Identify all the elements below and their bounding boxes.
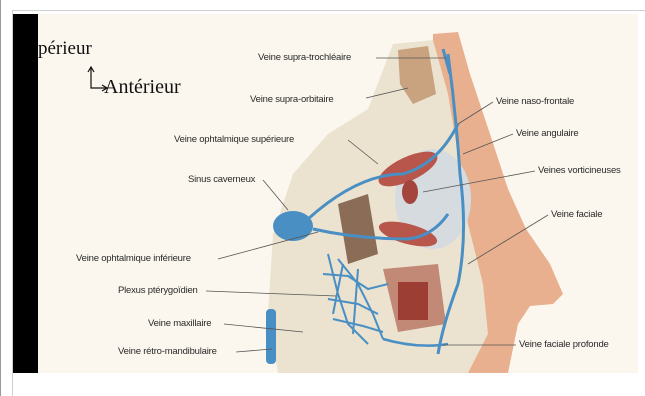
label-angulaire: Veine angulaire [516, 128, 579, 139]
label-supra-orbitaire: Veine supra-orbitaire [250, 94, 333, 105]
label-retro-mandibulaire: Veine rétro-mandibulaire [118, 346, 217, 357]
label-naso-frontale: Veine naso-frontale [496, 96, 574, 107]
label-maxillaire: Veine maxillaire [148, 318, 211, 329]
label-ophtalmique-sup: Veine ophtalmique supérieure [174, 134, 294, 145]
orientation-arrow-icon [86, 66, 108, 96]
label-faciale-profonde: Veine faciale profonde [519, 339, 609, 350]
label-plexus: Plexus ptérygoïdien [118, 285, 198, 296]
retro-mandibular-vessel [266, 309, 276, 364]
orientation-superior-label: périeur [38, 38, 92, 60]
anatomy-slide: périeur Antérieur Veine supra-trochléair… [38, 14, 638, 373]
vorticose-region [402, 180, 418, 204]
label-vorticineuses: Veines vorticineuses [538, 165, 621, 176]
label-supra-trochleaire: Veine supra-trochléaire [258, 52, 351, 63]
top-divider [12, 10, 645, 11]
label-faciale: Veine faciale [551, 209, 602, 220]
label-sinus-caverneux: Sinus caverneux [188, 174, 255, 185]
slide-side-bar [13, 14, 38, 373]
leader-sinus-caverneux [263, 180, 288, 210]
cavernous-sinus [273, 211, 313, 241]
orientation-anterior-label: Antérieur [104, 76, 181, 99]
maxillary-inner [398, 282, 428, 320]
label-ophtalmique-inf: Veine ophtalmique inférieure [76, 253, 191, 264]
anatomy-illustration [38, 14, 638, 373]
